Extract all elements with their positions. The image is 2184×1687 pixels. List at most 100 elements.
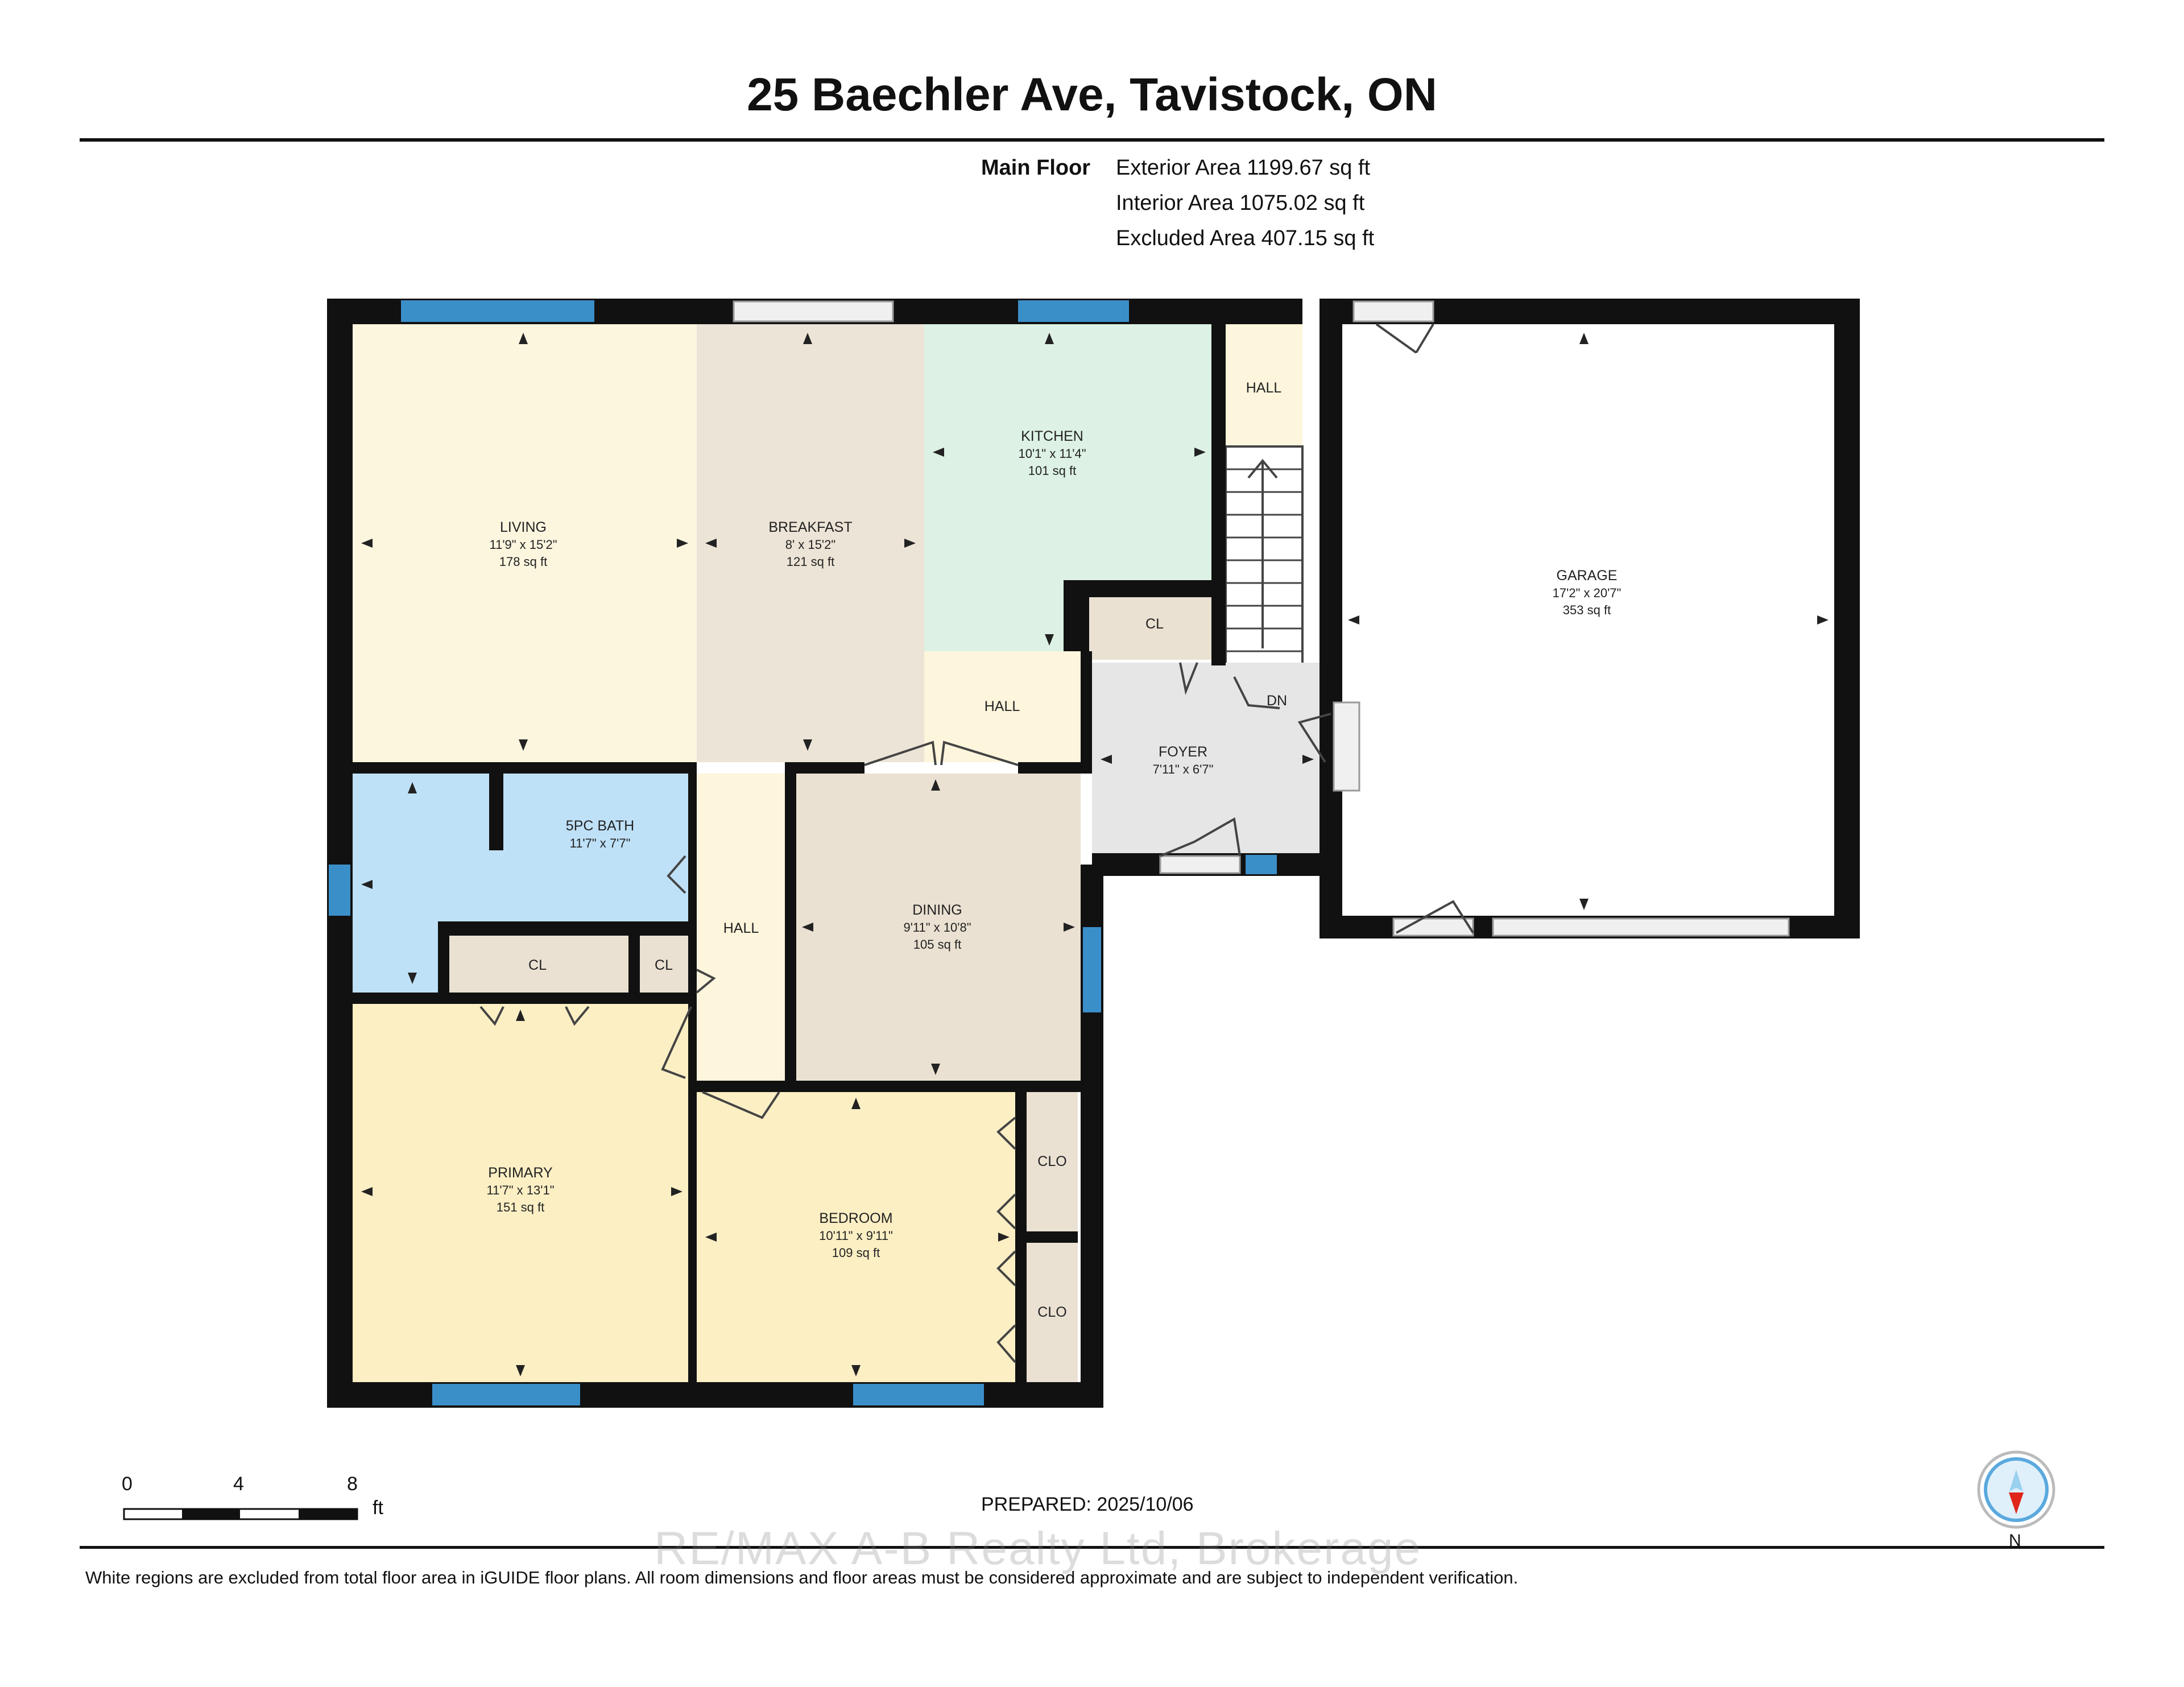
breakfast-room-fill <box>697 324 924 762</box>
bedroom-dims: 10'11" x 9'11" <box>819 1229 893 1243</box>
exterior-area: Exterior Area 1199.67 sq ft <box>1116 156 1371 180</box>
window-bath <box>329 865 350 916</box>
wall-dining-top-left <box>796 762 864 774</box>
wall-clo-divider <box>1027 1231 1078 1243</box>
living-name: LIVING <box>500 519 547 535</box>
compass-icon <box>1977 1450 2055 1529</box>
garage-side-door-opening <box>1352 300 1434 322</box>
wall-closet-side <box>1064 580 1089 651</box>
scale-bar-graphic <box>123 1508 358 1520</box>
center-hall-label: HALL <box>723 920 759 936</box>
bath-closet-fill <box>449 936 628 993</box>
front-door-opening <box>1159 855 1241 874</box>
windows <box>329 300 1277 1405</box>
dimension-arrows <box>361 333 1829 1376</box>
window-foyer <box>1246 855 1277 874</box>
foyer-dims: 7'11" x 6'7" <box>1153 762 1214 776</box>
bedroom-fill <box>697 1092 1015 1382</box>
wall-closet-divider <box>628 936 640 1004</box>
scale-tick-8: 8 <box>347 1473 358 1495</box>
footer-rule <box>80 1546 2104 1549</box>
wall-garage-right <box>1834 299 1860 938</box>
living-area: 178 sq ft <box>499 555 547 569</box>
kitchen-name: KITCHEN <box>1021 428 1083 444</box>
bath-dims: 11'7" x 7'7" <box>570 836 631 850</box>
scale-tick-4: 4 <box>233 1473 244 1495</box>
clo-lower-fill <box>1027 1243 1078 1382</box>
primary-area: 151 sq ft <box>497 1200 544 1214</box>
clo-lower-doors <box>996 1250 1016 1363</box>
primary-room-fill <box>353 1004 688 1382</box>
bath-door-swing <box>667 855 686 894</box>
dining-double-door <box>864 741 1019 766</box>
closet-door-swing <box>1179 662 1198 695</box>
stairs <box>1225 445 1304 667</box>
prepared-date: PREPARED: 2025/10/06 <box>981 1494 1194 1515</box>
watermark: RE/MAX A-B Realty Ltd, Brokerage <box>654 1523 1422 1574</box>
foyer-garage-door-swing <box>1297 713 1331 763</box>
clo-upper-fill <box>1027 1092 1078 1231</box>
dining-name: DINING <box>912 902 962 918</box>
stair-hall-fill <box>1226 324 1302 446</box>
garage-side-door-swing <box>1375 323 1434 354</box>
patio-door-opening <box>733 300 894 322</box>
garage-overhead-door <box>1492 917 1790 937</box>
kitchen-hall-label: HALL <box>985 698 1020 714</box>
kitchen-dims: 10'1" x 11'4" <box>1018 446 1086 461</box>
clo-upper-label: CLO <box>1037 1153 1066 1169</box>
wall-bedroom-top <box>697 1081 1081 1092</box>
wall-hall-right <box>1081 651 1092 774</box>
bedroom-area: 109 sq ft <box>832 1246 880 1260</box>
stair-hall-label: HALL <box>1246 380 1282 396</box>
stair-down-label: DN <box>1267 693 1287 709</box>
kitchen-area: 101 sq ft <box>1028 464 1076 478</box>
garage-dims: 17'2" x 20'7" <box>1553 586 1622 600</box>
small-closet-fill <box>640 936 688 993</box>
bath-closet-label: CL <box>528 957 547 973</box>
interior-area: Interior Area 1075.02 sq ft <box>1116 191 1365 215</box>
bath-closet-doors <box>479 1006 590 1026</box>
window-primary <box>432 1384 580 1405</box>
compass-north-label: N <box>2009 1531 2021 1550</box>
wall-dining-top-right <box>1018 762 1081 774</box>
openings <box>733 300 1790 937</box>
room-fills <box>353 324 1320 1382</box>
garage-area: 353 sq ft <box>1563 603 1611 617</box>
door-swings <box>479 323 1474 1363</box>
hall-closet-door-swing <box>696 969 716 994</box>
closet-fill <box>1089 597 1211 660</box>
scale-tick-0: 0 <box>122 1473 133 1495</box>
wall-bath-closet-top <box>438 921 688 936</box>
floor-label: Main Floor <box>981 156 1091 180</box>
bath-name: 5PC BATH <box>566 818 634 834</box>
foyer-name: FOYER <box>1159 744 1207 760</box>
stair-treads <box>1226 458 1302 652</box>
front-door-swing <box>1160 817 1241 857</box>
title-rule <box>80 138 2104 142</box>
excluded-area: Excluded Area 407.15 sq ft <box>1116 226 1375 250</box>
window-living <box>401 300 594 322</box>
dining-area: 105 sq ft <box>913 937 961 952</box>
window-kitchen <box>1018 300 1129 322</box>
stair-door-swing <box>1233 676 1280 709</box>
bedroom-name: BEDROOM <box>819 1210 892 1226</box>
wall-clo-left <box>1015 1092 1027 1382</box>
living-room-fill <box>353 324 697 762</box>
wall-primary-top <box>353 993 688 1004</box>
primary-door-swing <box>661 1006 692 1079</box>
clo-upper-doors <box>996 1117 1016 1230</box>
breakfast-dims: 8' x 15'2" <box>785 537 835 552</box>
wall-living-bath <box>353 762 697 774</box>
room-labels: LIVING 11'9" x 15'2" 178 sq ft BREAKFAST… <box>486 380 1621 1320</box>
foyer-fill <box>1092 663 1320 853</box>
breakfast-area: 121 sq ft <box>787 555 834 569</box>
wall-closet-top <box>1064 580 1226 597</box>
primary-dims: 11'7" x 13'1" <box>486 1183 554 1197</box>
garage-man-door-swing <box>1396 900 1474 934</box>
hall-closet-label: CL <box>655 957 673 973</box>
dining-dims: 9'11" x 10'8" <box>903 920 971 935</box>
primary-name: PRIMARY <box>488 1165 553 1181</box>
dining-fill <box>796 774 1081 1081</box>
wall-center-right <box>785 762 796 1092</box>
wall-bath-closet-left <box>438 921 449 1004</box>
